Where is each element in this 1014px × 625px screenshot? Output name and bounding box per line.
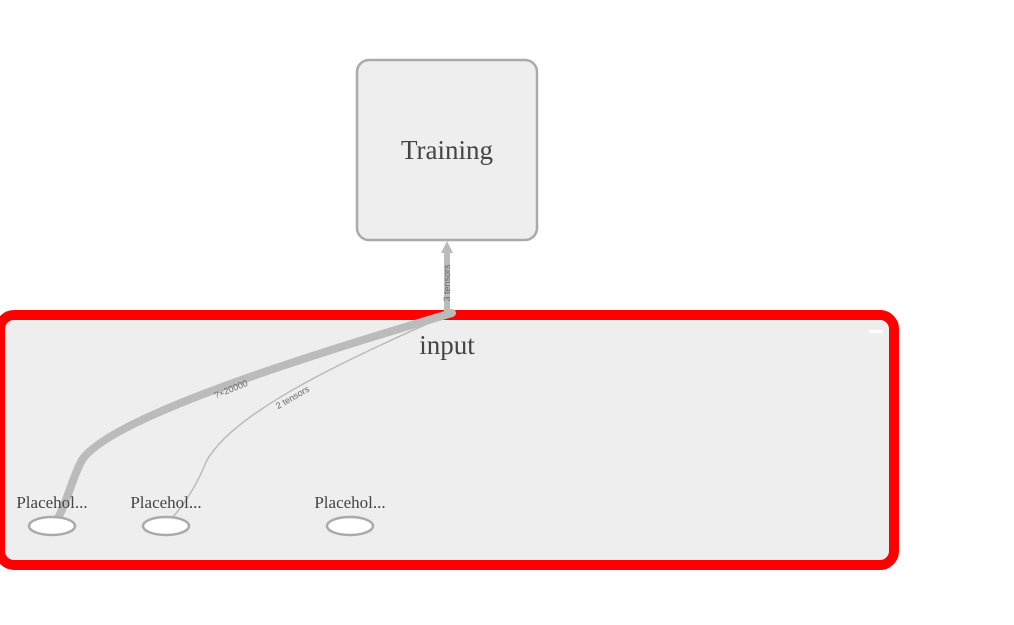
training-node[interactable]: Training: [355, 58, 539, 242]
placeholder-label: Placehol...: [314, 493, 385, 512]
edge-label-to-training: 3 tensors: [442, 264, 452, 302]
placeholder-op-icon[interactable]: [141, 515, 191, 537]
placeholder-op-icon[interactable]: [325, 515, 375, 537]
placeholder-node[interactable]: Placehol...: [314, 493, 386, 537]
input-group-node[interactable]: input: [0, 310, 899, 570]
arrowhead-icon: [441, 241, 453, 253]
placeholder-op-icon[interactable]: [27, 515, 77, 537]
training-node-label: Training: [401, 135, 493, 165]
placeholder-label: Placehol...: [16, 493, 87, 512]
placeholder-label: Placehol...: [130, 493, 201, 512]
edge-input-to-training[interactable]: 3 tensors: [441, 241, 453, 313]
input-group-label: input: [419, 330, 475, 360]
placeholder-node[interactable]: Placehol...: [130, 493, 202, 537]
placeholder-node[interactable]: Placehol...: [16, 493, 88, 537]
collapse-icon[interactable]: [869, 330, 883, 333]
